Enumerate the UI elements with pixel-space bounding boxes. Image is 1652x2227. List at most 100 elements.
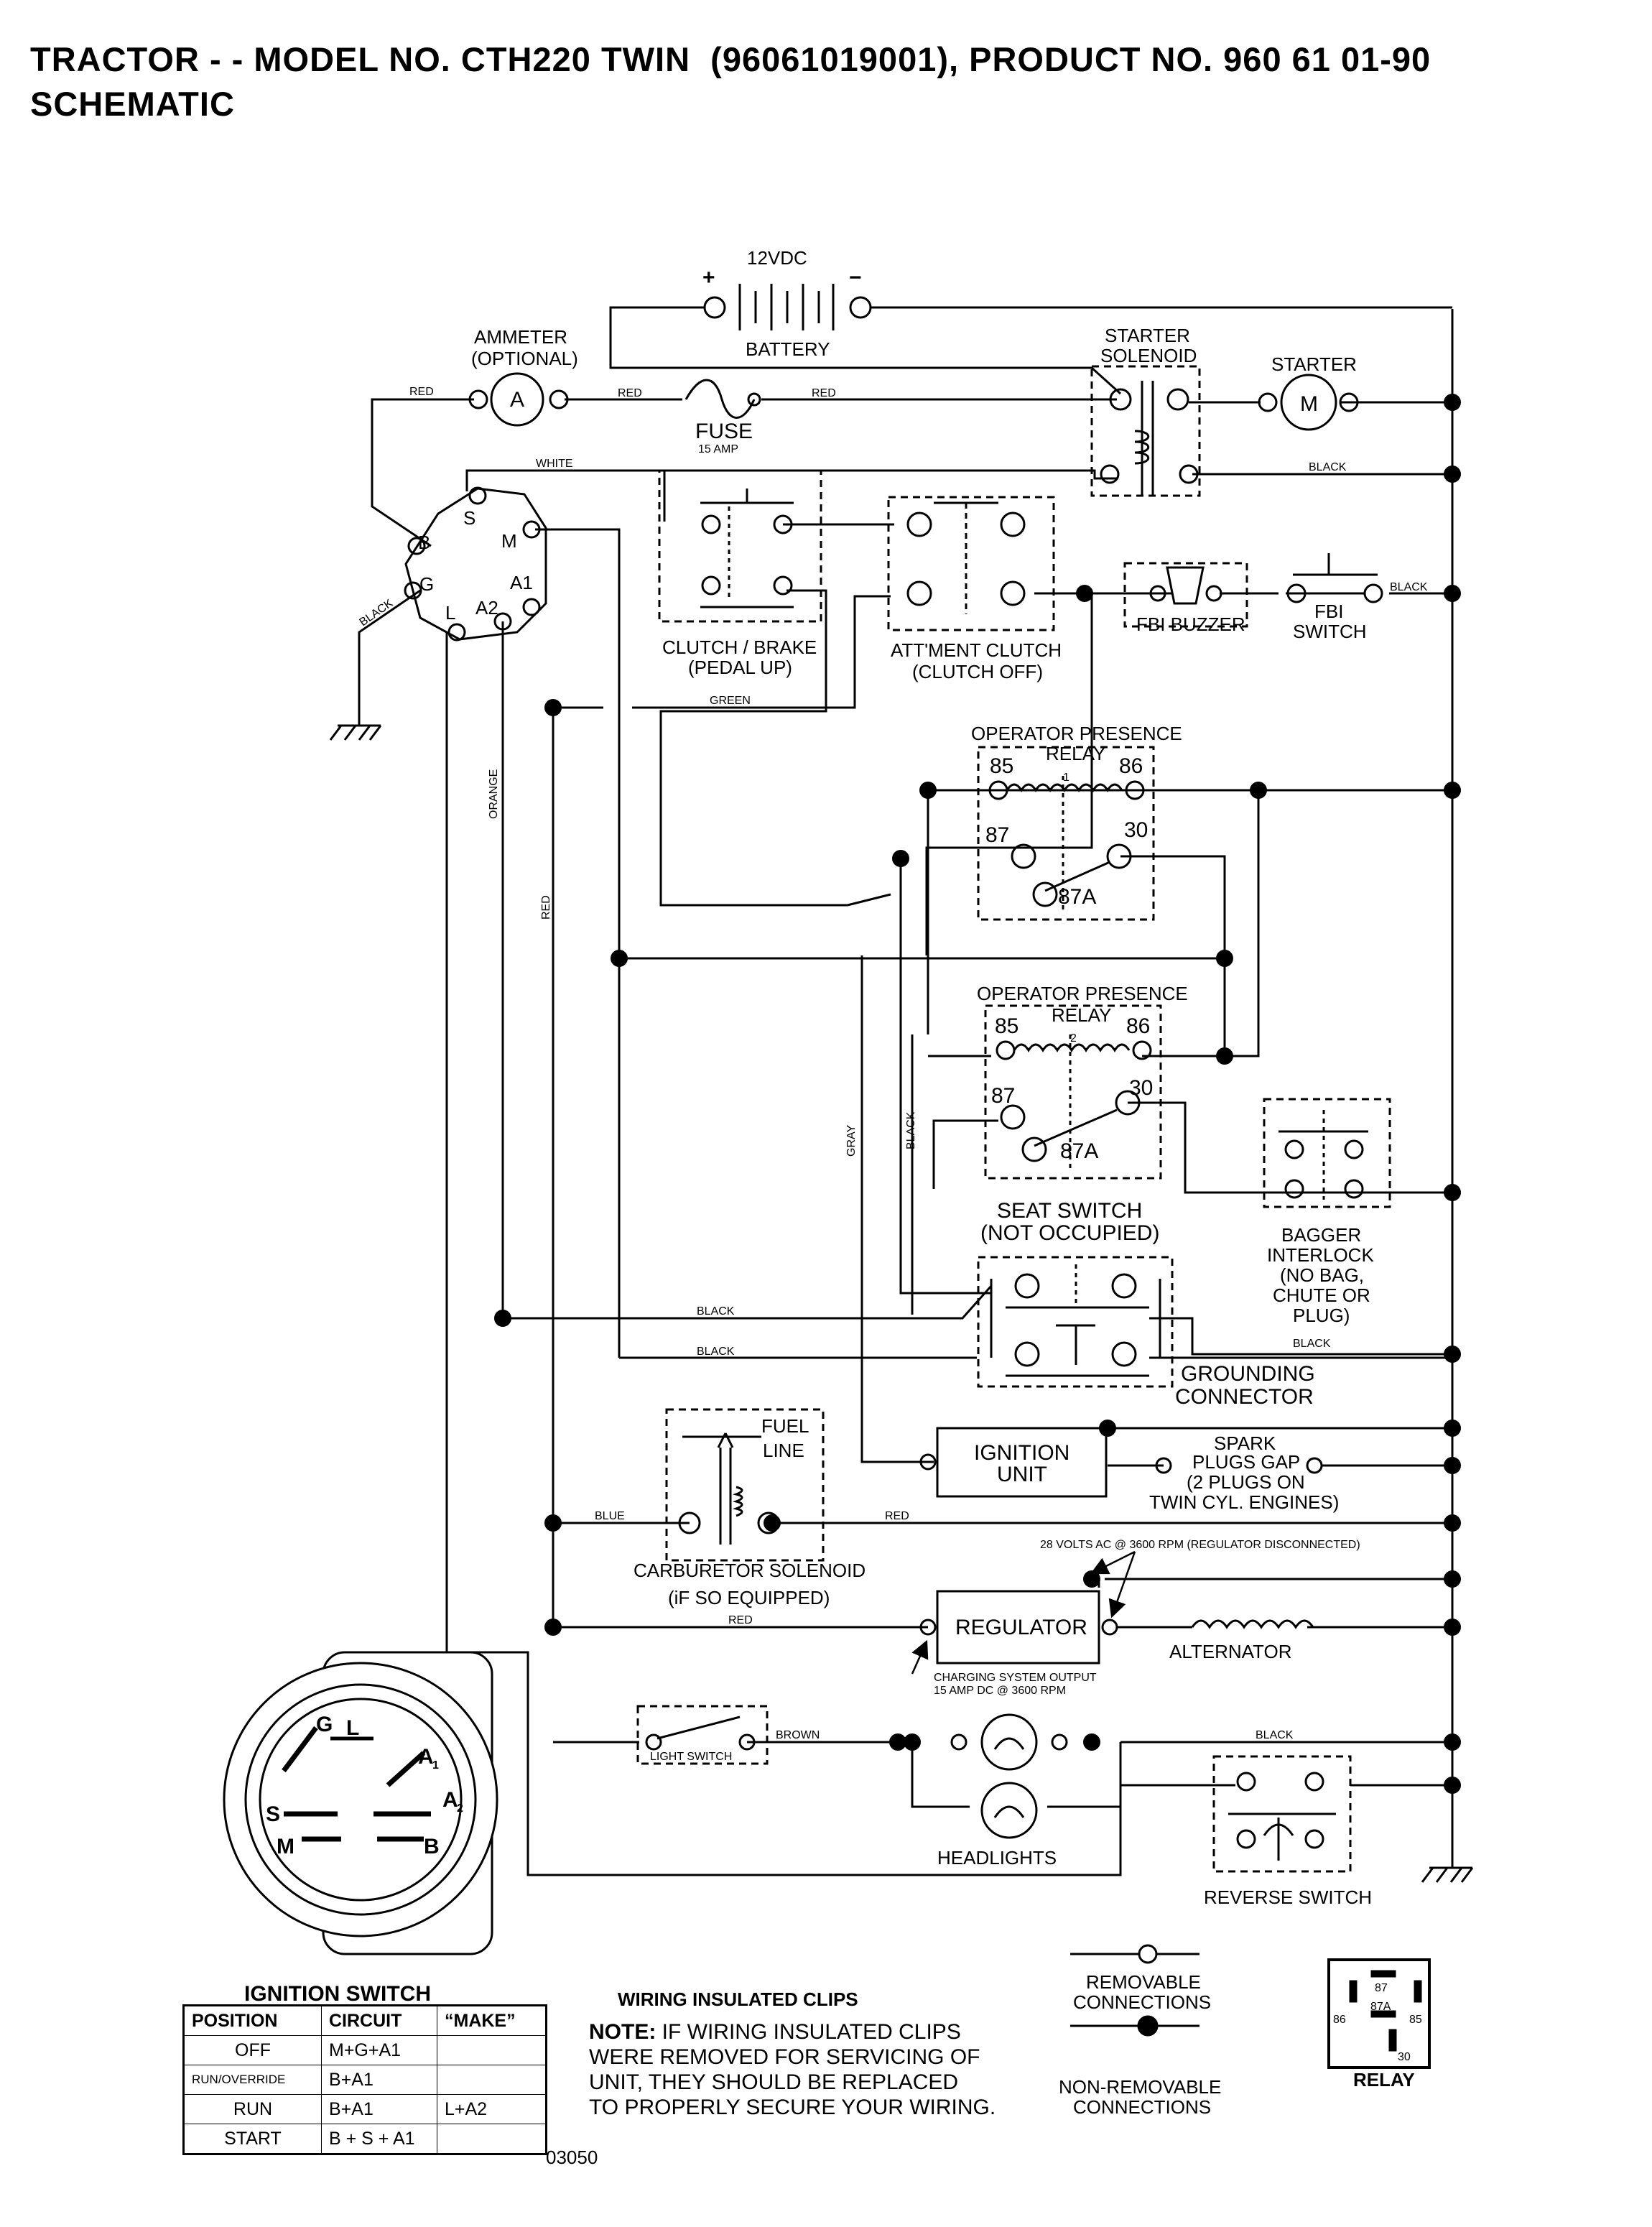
bagger-interlock — [1263, 1098, 1391, 1208]
terminal-g-label: G — [419, 573, 434, 595]
ammeter-symbol: A — [510, 388, 524, 412]
ignition-switch-connector — [404, 486, 547, 642]
fuel-line-sub: LINE — [763, 1440, 804, 1461]
wire-label-brown: BROWN — [776, 1729, 820, 1741]
fbi-switch-label: FBI — [1314, 601, 1343, 622]
carburetor-solenoid — [665, 1408, 825, 1562]
wire-label-black: BLACK — [1309, 461, 1347, 473]
battery-voltage: 12VDC — [747, 247, 807, 269]
attachment-clutch-switch — [887, 496, 1055, 631]
relay1-t30: 30 — [1124, 818, 1148, 842]
table-cell — [437, 2124, 547, 2154]
seat-switch-sub: (NOT OCCUPIED) — [980, 1221, 1159, 1245]
spark-plugs-label: PLUGS GAP — [1192, 1451, 1300, 1473]
relay2-label: OPERATOR PRESENCE — [977, 983, 1188, 1004]
starter-symbol: M — [1300, 392, 1318, 416]
page-title: TRACTOR - - MODEL NO. CTH220 TWIN (96061… — [30, 40, 1431, 78]
alternator — [1191, 1619, 1314, 1629]
regulator — [919, 1590, 1118, 1665]
bagger-label: (NO BAG, — [1280, 1264, 1364, 1286]
bagger-label: BAGGER — [1281, 1224, 1361, 1246]
battery-label: BATTERY — [746, 338, 830, 360]
face-l: L — [346, 1716, 359, 1740]
relay2-t85: 85 — [995, 1014, 1018, 1038]
ammeter — [468, 372, 569, 427]
relay1-t85: 85 — [990, 754, 1013, 778]
page-subtitle: SCHEMATIC — [30, 85, 235, 123]
note-line-1: NOTE: IF WIRING INSULATED CLIPS — [589, 2020, 961, 2044]
ignition-table-title: IGNITION SWITCH — [244, 1982, 431, 2006]
dc-output-note2: 15 AMP DC @ 3600 RPM — [934, 1685, 1066, 1697]
table-cell: B + S + A1 — [321, 2124, 437, 2154]
grounding-sub: CONNECTOR — [1175, 1385, 1314, 1409]
fbi-buzzer-label: FBI BUZZER — [1136, 614, 1245, 635]
wire-label-red: RED — [409, 386, 434, 398]
header: TRACTOR - - MODEL NO. CTH220 TWIN (96061… — [30, 37, 1431, 126]
table-cell: OFF — [183, 2035, 322, 2065]
reverse-switch — [1212, 1755, 1352, 1873]
wire-label-green: GREEN — [710, 695, 751, 707]
seat-switch-label: SEAT SWITCH — [997, 1199, 1142, 1223]
table-cell — [437, 2035, 547, 2065]
ignition-switch-table: POSITION CIRCUIT “MAKE” OFF M+G+A1 RUN/O… — [182, 2004, 547, 2155]
spark-plugs-label: TWIN CYL. ENGINES) — [1149, 1491, 1339, 1513]
face-b: B — [424, 1835, 440, 1858]
seat-switch — [977, 1256, 1174, 1388]
light-switch-label: LIGHT SWITCH — [650, 1751, 732, 1763]
relay2-t87a: 87A — [1060, 1139, 1098, 1163]
face-m: M — [277, 1835, 294, 1858]
face-a2-sub: 2 — [457, 1802, 463, 1815]
carb-solenoid-sub: (iF SO EQUIPPED) — [668, 1587, 830, 1608]
wire-label-black: BLACK — [697, 1305, 735, 1318]
clutch-brake-label: CLUTCH / BRAKE — [662, 636, 817, 658]
note-line-4: TO PROPERLY SECURE YOUR WIRING. — [589, 2096, 996, 2119]
relay1-num: 1 — [1063, 772, 1069, 784]
wire-label-black: BLACK — [1256, 1729, 1294, 1741]
starter-motor — [1258, 374, 1359, 431]
battery-plus: + — [702, 266, 715, 290]
relay2-t86: 86 — [1126, 1014, 1150, 1038]
alternator-label: ALTERNATOR — [1169, 1641, 1291, 1662]
note-line-2: WERE REMOVED FOR SERVICING OF — [589, 2045, 980, 2069]
operator-presence-relay-1 — [977, 746, 1155, 921]
relay1-t86: 86 — [1119, 754, 1143, 778]
legend-removable-sub: CONNECTIONS — [1073, 1991, 1211, 2013]
relay1-label: OPERATOR PRESENCE — [971, 723, 1182, 744]
spark-plugs-label: (2 PLUGS ON — [1187, 1471, 1305, 1493]
wire-label-red: RED — [728, 1614, 753, 1626]
face-a1-sub: 1 — [432, 1759, 439, 1772]
fbi-switch — [1286, 553, 1383, 603]
relay2-num: 2 — [1070, 1032, 1077, 1045]
wire-label-red: RED — [540, 895, 552, 920]
legend-relay-87a: 87A — [1370, 2001, 1391, 2013]
bagger-label: PLUG) — [1293, 1305, 1350, 1326]
headlights — [950, 1713, 1068, 1839]
wire-label-orange: ORANGE — [488, 769, 500, 819]
starter-solenoid-label: STARTER — [1105, 325, 1190, 346]
wires — [358, 306, 1454, 1876]
fbi-buzzer — [1123, 562, 1248, 628]
relay2-t87: 87 — [991, 1084, 1015, 1108]
clutch-brake-sub: (PEDAL UP) — [688, 657, 792, 678]
wire-label-white: WHITE — [536, 458, 573, 470]
terminal-s-label: S — [463, 507, 475, 529]
table-header-row: POSITION CIRCUIT “MAKE” — [183, 2005, 547, 2036]
table-cell: M+G+A1 — [321, 2035, 437, 2065]
legend-relay-87: 87 — [1375, 1982, 1388, 1994]
table-row: START B + S + A1 — [183, 2124, 547, 2154]
wire-label-red: RED — [885, 1510, 909, 1522]
fuse-label: FUSE — [695, 420, 753, 443]
clips-title: WIRING INSULATED CLIPS — [618, 1988, 858, 2010]
face-g: G — [316, 1713, 333, 1736]
fuse — [685, 379, 761, 419]
terminal-a1-label: A1 — [510, 572, 533, 593]
bagger-label: INTERLOCK — [1267, 1244, 1374, 1266]
table-header: CIRCUIT — [321, 2005, 437, 2036]
ac-arrows — [911, 1550, 1136, 1675]
starter-label: STARTER — [1271, 353, 1357, 375]
wire-label-black: BLACK — [358, 597, 396, 629]
light-switch — [636, 1705, 769, 1765]
face-s: S — [266, 1802, 280, 1826]
ammeter-label: AMMETER — [474, 326, 567, 348]
wire-label-gray: GRAY — [845, 1125, 858, 1157]
